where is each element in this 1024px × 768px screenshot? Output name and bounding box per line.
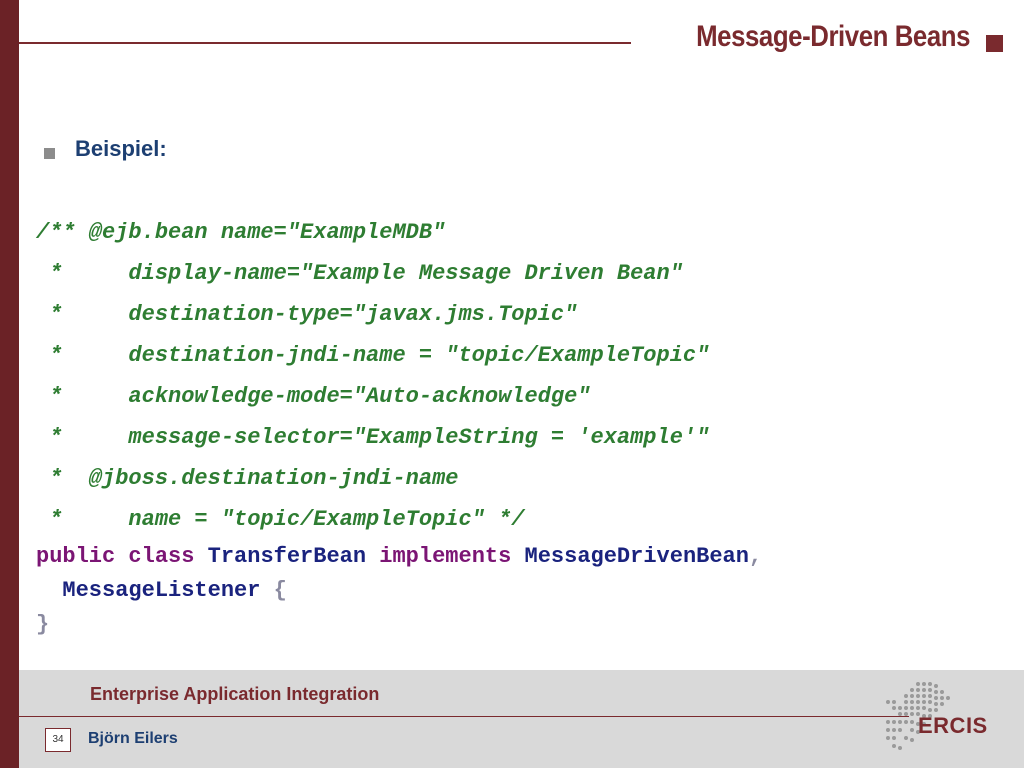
keyword-public: public <box>36 544 116 569</box>
code-comment-line: * acknowledge-mode="Auto-acknowledge" <box>36 384 591 409</box>
left-accent-bar <box>0 0 19 768</box>
interface-name: MessageListener <box>62 578 261 603</box>
class-closing-line: } <box>36 608 1016 642</box>
title-square-icon <box>986 35 1003 52</box>
europe-map-icon <box>886 682 950 750</box>
page-number: 34 <box>45 728 71 752</box>
close-brace: } <box>36 612 50 637</box>
interface-name: MessageDrivenBean <box>524 544 749 569</box>
comma: , <box>748 544 763 569</box>
code-comment-line: * name = "topic/ExampleTopic" */ <box>36 507 525 532</box>
title-divider <box>19 42 631 44</box>
code-comment-line: * display-name="Example Message Driven B… <box>36 261 683 286</box>
code-comment-line: * message-selector="ExampleString = 'exa… <box>36 425 710 450</box>
class-declaration-continuation: MessageListener { <box>36 574 1016 608</box>
slide-title: Message-Driven Beans <box>696 20 970 53</box>
footer-band <box>19 670 1024 768</box>
class-declaration-line: public class TransferBean implements Mes… <box>36 540 1016 574</box>
code-comment-line: /** @ejb.bean name="ExampleMDB" <box>36 220 446 245</box>
footer-divider <box>19 716 909 717</box>
code-comment-line: * destination-jndi-name = "topic/Example… <box>36 343 710 368</box>
open-brace: { <box>273 578 287 603</box>
keyword-implements: implements <box>379 544 512 569</box>
code-block: /** @ejb.bean name="ExampleMDB" * displa… <box>36 212 1016 642</box>
author-name: Björn Eilers <box>88 730 178 747</box>
keyword-class: class <box>128 544 195 569</box>
class-name: TransferBean <box>207 544 367 569</box>
code-comment-line: * destination-type="javax.jms.Topic" <box>36 302 578 327</box>
bullet-square-icon <box>44 148 55 159</box>
footer-course-title: Enterprise Application Integration <box>90 684 380 704</box>
ercis-logo: ERCIS <box>918 713 988 738</box>
bullet-label: Beispiel: <box>75 136 167 161</box>
code-comment-line: * @jboss.destination-jndi-name <box>36 466 459 491</box>
